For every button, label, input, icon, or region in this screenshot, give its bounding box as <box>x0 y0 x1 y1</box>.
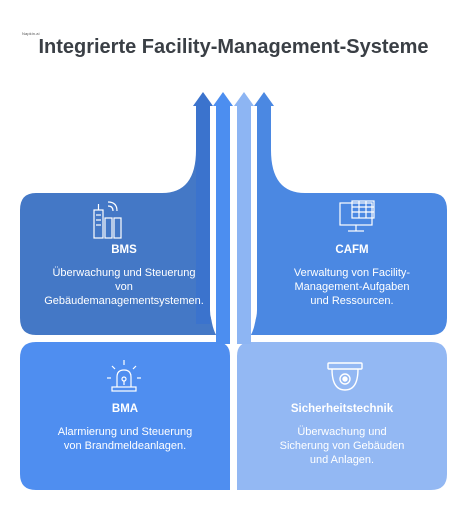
quadrant-bma-description: Alarmierung und Steuerung von Brandmelde… <box>57 426 193 452</box>
quadrant-bms: BMS Überwachung und Steuerung von Gebäud… <box>20 244 228 308</box>
arrow-shaft-2 <box>216 104 230 344</box>
quadrant-cafm-shape <box>237 107 447 335</box>
arrow-head-2 <box>213 92 233 106</box>
dome-camera-icon <box>327 362 363 391</box>
quadrant-bms-shape <box>20 107 230 335</box>
arrow-head-3 <box>234 92 254 106</box>
separator-center <box>230 100 237 350</box>
quadrant-bms-title: BMS <box>111 244 137 256</box>
building-wifi-icon <box>93 201 122 239</box>
alarm-siren-icon <box>107 360 141 392</box>
quadrant-bma-title: BMA <box>111 403 139 415</box>
page-title: Integrierte Facility-Management-Systeme <box>38 36 429 58</box>
quadrant-cafm: CAFM Verwaltung von Facility- Management… <box>257 244 447 308</box>
arrow-head-1 <box>193 92 213 106</box>
quadrant-security-description: Überwachung und Sicherung von Gebäuden u… <box>279 426 405 466</box>
monitor-grid-icon <box>339 200 375 232</box>
quadrant-bms-description: Überwachung und Steuerung von Gebäudeman… <box>44 267 204 307</box>
quadrant-security-title: Sicherheitstechnik <box>290 403 394 415</box>
arrow-head-4 <box>254 92 274 106</box>
arrow-shaft-3 <box>237 104 251 344</box>
quadrant-security-shape <box>237 342 447 490</box>
quadrant-bma: BMA Alarmierung und Steuerung von Brandm… <box>20 403 230 453</box>
quadrant-bma-shape <box>20 342 230 490</box>
arrow-shaft-1 <box>196 104 210 324</box>
quadrant-security: Sicherheitstechnik Überwachung und Siche… <box>237 403 447 467</box>
brand-logo: Napkin.ai <box>22 31 40 36</box>
quadrant-cafm-description: Verwaltung von Facility- Management-Aufg… <box>293 267 411 307</box>
quadrant-cafm-title: CAFM <box>335 244 369 256</box>
arrow-shaft-4 <box>257 104 271 324</box>
